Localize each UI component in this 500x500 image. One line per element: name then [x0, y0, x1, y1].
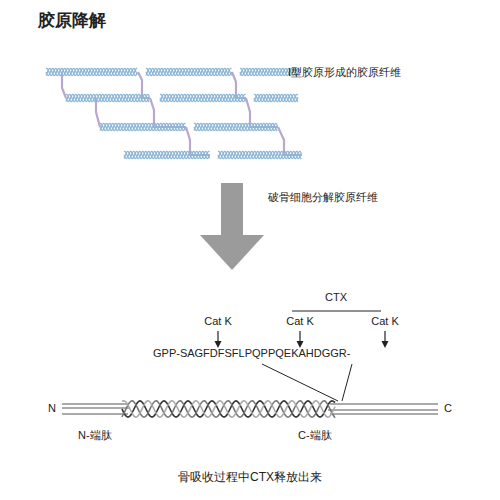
leader-line: [262, 364, 338, 401]
fibril-helix: [254, 94, 298, 101]
fibril-helix: [194, 123, 277, 130]
fibril-helix: [124, 151, 210, 158]
terminus-label: N: [48, 402, 56, 416]
fibril-helix: [100, 123, 186, 130]
diagram-caption: 骨吸收过程中CTX释放出来: [178, 470, 322, 485]
crosslink: [150, 98, 186, 127]
fragment-name: CTX: [325, 291, 347, 305]
ctx-bracket: [292, 311, 381, 312]
terminal-peptide: [330, 414, 438, 415]
peptide-label: C-端肽: [298, 429, 332, 443]
leader-line: [342, 364, 352, 401]
peptide-label: N-端肽: [78, 429, 112, 443]
fibril-helix: [160, 94, 246, 101]
terminal-peptide: [330, 404, 438, 405]
terminus-label: C: [444, 402, 452, 416]
terminal-peptide: [328, 410, 438, 411]
fibril-helix: [66, 94, 149, 102]
fibril-helix: [46, 68, 137, 75]
enzyme-label: Cat K: [371, 315, 399, 329]
crosslink: [246, 98, 278, 127]
fibril-helix: [218, 151, 301, 158]
fibril-helix: [146, 68, 232, 75]
fibril-helix: [46, 68, 137, 75]
triple-helix: [122, 401, 335, 417]
fibril-helix: [66, 94, 149, 101]
fibril-helix: [124, 151, 210, 158]
fibril-helix: [254, 94, 298, 101]
fibril-helix: [146, 68, 232, 75]
fibril-helix: [254, 94, 298, 101]
fibril-helix: [146, 68, 232, 75]
collagen-molecule: [62, 401, 438, 418]
arrow-head: [297, 341, 304, 348]
diagram-title: 胶原降解: [38, 10, 106, 31]
fibril-helix: [124, 151, 210, 158]
terminal-peptide: [62, 408, 130, 409]
process-arrow: [200, 183, 264, 270]
terminal-peptide: [62, 404, 128, 405]
peptide-sequence: GPP-SAGFDFSFLPQPPQEKAHDGGR-: [153, 347, 350, 361]
fibril-helix: [218, 151, 301, 159]
arrow-head: [382, 341, 389, 348]
fibril-helix: [194, 123, 277, 130]
arrow-shaft: [384, 331, 385, 342]
crosslink: [186, 127, 210, 155]
terminal-peptide: [62, 414, 128, 415]
fibril-helix: [194, 123, 277, 131]
process-label: 破骨细胞分解胶原纤维: [268, 191, 378, 205]
fibril-label: I型胶原形成的胶原纤维: [288, 66, 404, 80]
crosslink: [96, 98, 100, 127]
fibril-helix: [66, 94, 149, 101]
fibril-helix: [160, 94, 246, 101]
fibril-helix: [100, 123, 186, 130]
arrow-head: [215, 341, 222, 348]
arrow-shaft: [217, 331, 218, 342]
fibril-helix: [160, 94, 246, 101]
arrow-shaft: [299, 331, 300, 342]
triple-helix: [122, 401, 335, 417]
collagen-fibrils: [46, 68, 302, 159]
enzyme-label: Cat K: [286, 315, 314, 329]
cleavage-arrows: [215, 331, 389, 348]
triple-helix: [122, 401, 335, 418]
enzyme-label: Cat K: [204, 315, 232, 329]
fibril-helix: [46, 68, 137, 75]
fibril-helix: [100, 123, 186, 130]
fibril-helix: [218, 151, 301, 158]
